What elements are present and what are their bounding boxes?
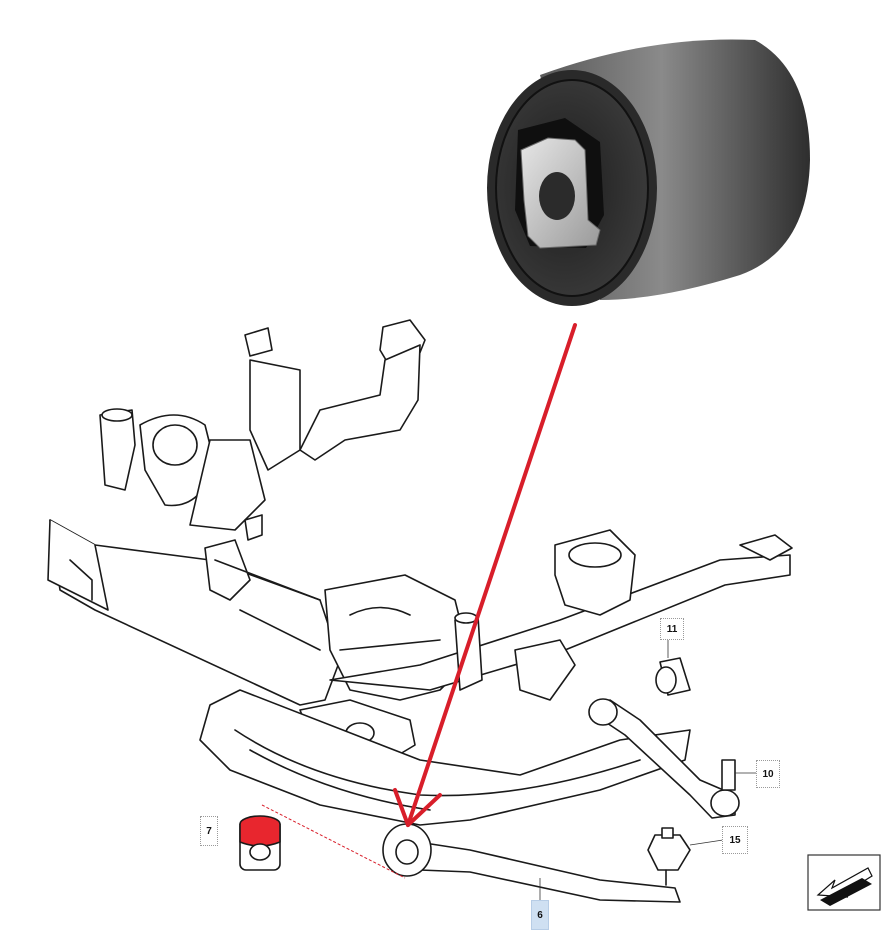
callout-15: 15 — [722, 826, 748, 854]
callout-7: 7 — [200, 816, 218, 846]
callout-10: 10 — [756, 760, 780, 788]
callout-6: 6 — [531, 900, 549, 930]
bushing-photo — [487, 39, 810, 306]
callout-leaders — [539, 640, 760, 900]
pointer-arrow — [393, 323, 577, 827]
reference-line — [261, 804, 406, 879]
callout-11: 11 — [660, 618, 684, 640]
front-subframe — [47, 319, 793, 903]
direction-arrow-icon — [807, 854, 881, 911]
